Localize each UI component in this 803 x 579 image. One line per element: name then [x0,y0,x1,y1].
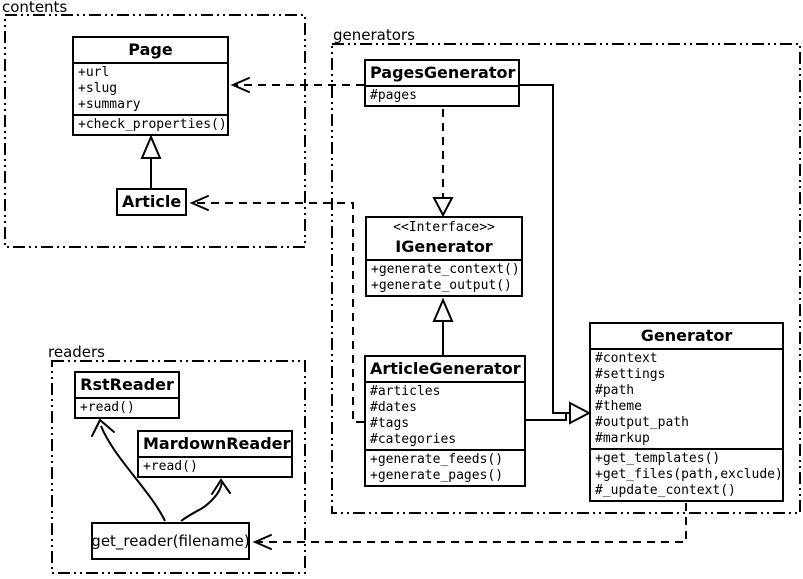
package-label-generators: generators [333,26,415,44]
class-igenerator-methods: +generate_context()+generate_output() [367,259,521,295]
realization-pagesgenerator-igenerator-arrowhead [432,197,454,218]
member-line: +get_templates() [595,451,721,466]
dependency-pagesgenerator-page-arrowhead [230,77,250,93]
member-line: +generate_feeds() [370,452,504,467]
class-articlegenerator-title: ArticleGenerator [370,359,521,378]
arrow-getreader-mardownreader-line [180,481,223,522]
member-line: #articles [370,384,441,399]
dependency-generator-getreader-line [255,503,687,543]
function-box-get-reader: get_reader(filename) [91,522,250,560]
class-generator-methods: +get_templates()+get_files(path,exclude)… [591,448,783,500]
member-line: #dates [370,400,417,415]
member-line: +generate_output() [371,278,512,293]
generalization-pagesgenerator-generator-line [520,84,570,414]
member-line: +summary [78,97,141,112]
generalization-article-page-arrowhead [140,134,162,159]
class-mardownreader: MardownReader +read() [137,430,293,478]
arrow-getreader-rstreader-arrowhead [91,418,115,437]
member-line: #markup [595,431,650,446]
class-article: Article [116,188,187,216]
class-mardownreader-title: MardownReader [143,434,291,453]
member-line: #theme [595,399,642,414]
member-line: +check_properties() [78,117,227,132]
member-line: +generate_pages() [370,468,504,483]
generalization-articlegenerator-generator-line [526,413,567,421]
class-page-methods: +check_properties() [74,114,227,134]
class-article-title: Article [122,192,182,211]
class-generator-title: Generator [640,326,733,345]
class-page-attributes: +url+slug+summary [74,62,227,114]
class-articlegenerator: ArticleGenerator #articles#dates#tags#ca… [364,355,526,487]
arrow-getreader-rstreader-line [100,425,166,522]
class-igenerator: <<Interface>> IGenerator +generate_conte… [365,216,523,297]
class-pagesgenerator-attributes: #pages [366,85,518,105]
package-border-readers [51,360,306,574]
class-mardownreader-methods: +read() [139,456,291,476]
class-articlegenerator-methods: +generate_feeds()+generate_pages() [366,449,524,485]
member-line: #path [595,383,635,398]
dependency-articlegenerator-article-line [192,202,364,423]
member-line: +read() [80,400,135,415]
class-generator-attributes: #context#settings#path#theme#output_path… [591,348,782,448]
member-line: +generate_context() [371,262,520,277]
member-line: +slug [78,81,118,96]
arrow-getreader-mardownreader-arrowhead [211,478,231,495]
class-rstreader-methods: +read() [76,397,178,417]
class-pagesgenerator: PagesGenerator #pages [364,59,520,107]
dependency-generator-getreader-arrowhead [252,534,272,550]
class-igenerator-title: <<Interface>> IGenerator [367,218,521,259]
member-line: #settings [595,367,666,382]
class-igenerator-name: IGenerator [395,237,493,256]
package-border-generators [331,43,801,514]
package-label-readers: readers [48,343,105,361]
class-rstreader: RstReader +read() [74,371,180,419]
generalization-articlegenerator-igenerator-arrowhead [432,297,454,322]
member-line: #tags [370,416,410,431]
class-articlegenerator-attributes: #articles#dates#tags#categories [366,381,524,449]
member-line: +url [78,65,110,80]
class-rstreader-title: RstReader [80,375,174,394]
class-pagesgenerator-title: PagesGenerator [370,63,516,82]
package-label-contents: contents [2,0,68,16]
generalization-generator-arrowhead [569,401,592,425]
member-line: #context [595,351,658,366]
dependency-articlegenerator-article-arrowhead [189,195,209,211]
member-line: #categories [370,432,457,447]
member-line: +read() [143,459,198,474]
class-generator: Generator #context#settings#path#theme#o… [589,322,784,502]
class-igenerator-stereotype: <<Interface>> [393,220,495,235]
member-line: #output_path [595,415,689,430]
function-box-get-reader-label: get_reader(filename) [91,532,250,550]
member-line: +get_files(path,exclude) [595,467,783,482]
member-line: #_update_context() [595,483,736,498]
package-border-contents [4,14,306,248]
member-line: #pages [370,88,417,103]
class-page: Page +url+slug+summary +check_properties… [72,36,229,136]
class-page-title: Page [128,40,173,59]
